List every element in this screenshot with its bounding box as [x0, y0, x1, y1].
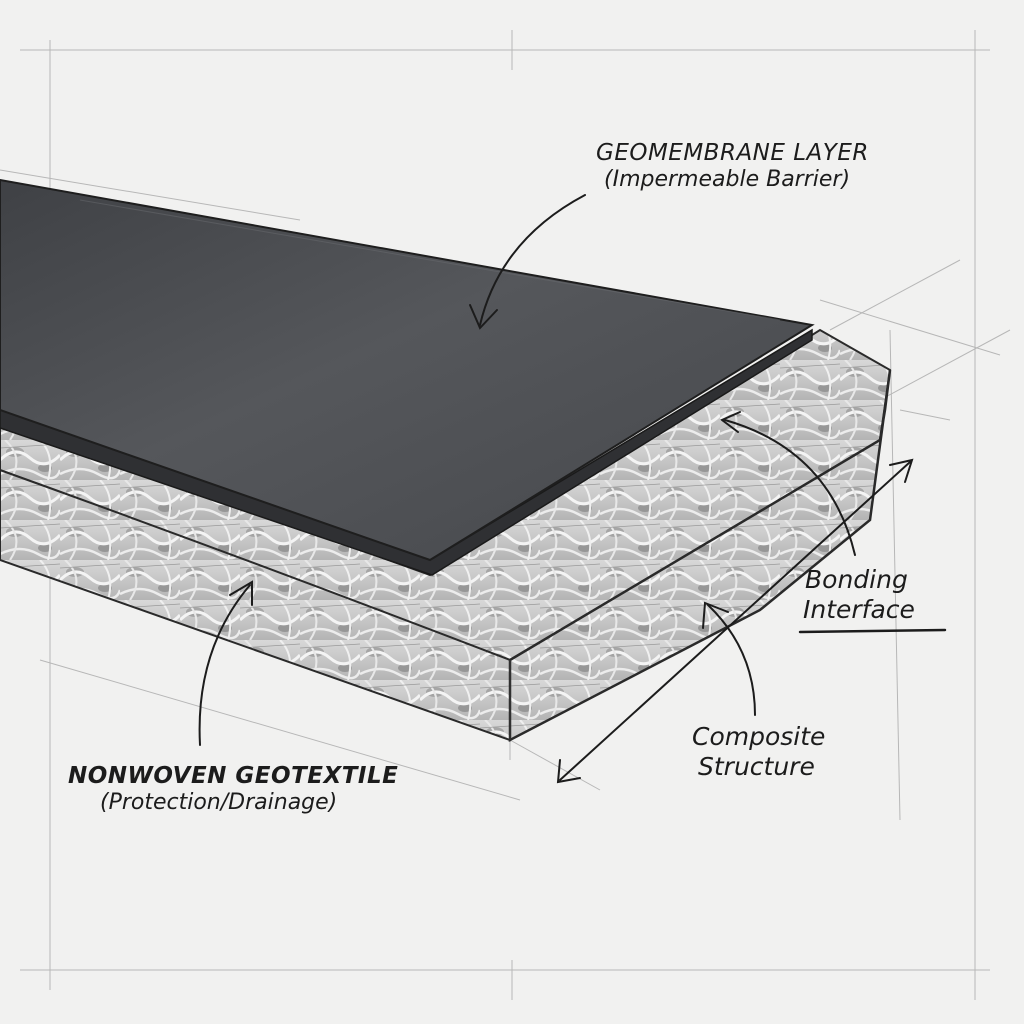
geotextile-subtitle: (Protection/Drainage) — [100, 790, 338, 816]
geomembrane-title: GEOMEMBRANE LAYER — [596, 140, 869, 166]
geotextile-label: NONWOVEN GEOTEXTILE (Protection/Drainage… — [68, 763, 398, 816]
bonding-line2: Interface — [803, 594, 915, 624]
geotextile-title: NONWOVEN GEOTEXTILE — [68, 763, 399, 789]
geomembrane-label: GEOMEMBRANE LAYER (Impermeable Barrier) — [596, 140, 869, 193]
geomembrane-subtitle: (Impermeable Barrier) — [604, 167, 851, 193]
bonding-arrow — [724, 419, 856, 556]
composite-structure-label: Composite Structure — [692, 722, 825, 781]
bonding-line1: Bonding — [805, 565, 908, 594]
construction-lines — [0, 30, 1011, 1000]
geomembrane-arrow — [479, 194, 586, 326]
geomembrane-layer — [0, 178, 815, 576]
annotation-arrows — [198, 194, 947, 784]
geotextile-arrow — [198, 584, 251, 746]
composite-line2: Structure — [698, 751, 815, 781]
dimension-arrow — [559, 461, 911, 781]
composite-arrow — [707, 604, 756, 716]
composite-line1: Composite — [692, 722, 826, 751]
bonding-interface-label: Bonding Interface — [803, 565, 915, 624]
